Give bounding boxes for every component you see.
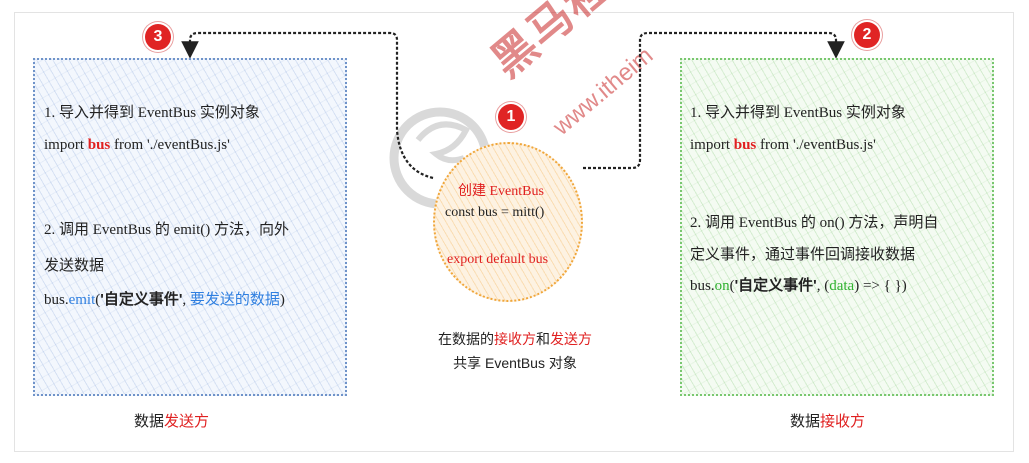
- arrow-to-receiver: [583, 31, 845, 170]
- receiver-caption-highlight: 接收方: [820, 414, 866, 430]
- code-open-paren: (: [95, 292, 101, 308]
- sender-panel: [33, 58, 347, 396]
- sender-caption-highlight: 发送方: [164, 414, 210, 430]
- receiver-panel: [680, 58, 994, 396]
- arrow-to-sender: [181, 31, 434, 180]
- receiver-step1-title: 1. 导入并得到 EventBus 实例对象: [690, 105, 906, 121]
- code-comma: , (: [816, 278, 830, 294]
- code-open-paren: (: [729, 278, 735, 294]
- caption-part-a: 在数据的: [438, 331, 494, 347]
- center-create-label: 创建 EventBus: [458, 184, 544, 199]
- code-on-method: on: [714, 278, 730, 294]
- receiver-on-code: bus.on('自定义事件', (data) => { }): [690, 276, 907, 296]
- receiver-caption-prefix: 数据: [790, 414, 821, 430]
- receiver-step2-line1: 2. 调用 EventBus 的 on() 方法，声明自: [690, 215, 939, 231]
- import-source: from './eventBus.js': [756, 137, 876, 153]
- step-badge-3: 3: [145, 24, 171, 50]
- center-caption-line2: 共享 EventBus 对象: [453, 355, 577, 371]
- sender-step2-line2: 发送数据: [44, 258, 105, 274]
- code-close-paren: ): [279, 292, 285, 308]
- caption-sender: 发送方: [550, 331, 592, 347]
- code-bus-obj: bus.: [690, 278, 715, 294]
- code-bus-obj: bus.: [44, 292, 69, 308]
- import-keyword: import: [44, 137, 88, 153]
- code-arrow-fn: ) => { }): [854, 278, 907, 294]
- sender-emit-code: bus.emit('自定义事件', 要发送的数据): [44, 290, 285, 310]
- receiver-caption: 数据接收方: [790, 410, 865, 431]
- sender-step2-line1: 2. 调用 EventBus 的 emit() 方法，向外: [44, 222, 289, 238]
- code-callback-param: data: [829, 278, 855, 294]
- sender-caption: 数据发送方: [134, 410, 209, 431]
- import-bus: bus: [733, 137, 757, 153]
- code-emit-method: emit: [68, 292, 96, 308]
- code-event-name: '自定义事件': [734, 277, 817, 294]
- import-keyword: import: [690, 137, 734, 153]
- caption-and: 和: [536, 331, 550, 347]
- caption-receiver: 接收方: [494, 331, 536, 347]
- receiver-import-line: import bus from './eventBus.js': [690, 135, 876, 155]
- sender-caption-prefix: 数据: [134, 414, 165, 430]
- center-export-line: export default bus: [447, 252, 549, 267]
- step-badge-1: 1: [498, 104, 524, 130]
- code-comma: ,: [182, 292, 190, 308]
- code-payload: 要发送的数据: [189, 292, 280, 308]
- center-const-line: const bus = mitt(): [445, 205, 545, 220]
- step-badge-2: 2: [854, 22, 880, 48]
- receiver-step2-line2: 定义事件，通过事件回调接收数据: [690, 247, 916, 263]
- import-bus: bus: [87, 137, 111, 153]
- sender-import-line: import bus from './eventBus.js': [44, 135, 230, 155]
- eventbus-module-circle: [433, 142, 583, 302]
- import-source: from './eventBus.js': [110, 137, 230, 153]
- sender-step1-title: 1. 导入并得到 EventBus 实例对象: [44, 105, 260, 121]
- code-event-name: '自定义事件': [100, 291, 183, 308]
- center-caption-line1: 在数据的接收方和发送方: [400, 329, 630, 349]
